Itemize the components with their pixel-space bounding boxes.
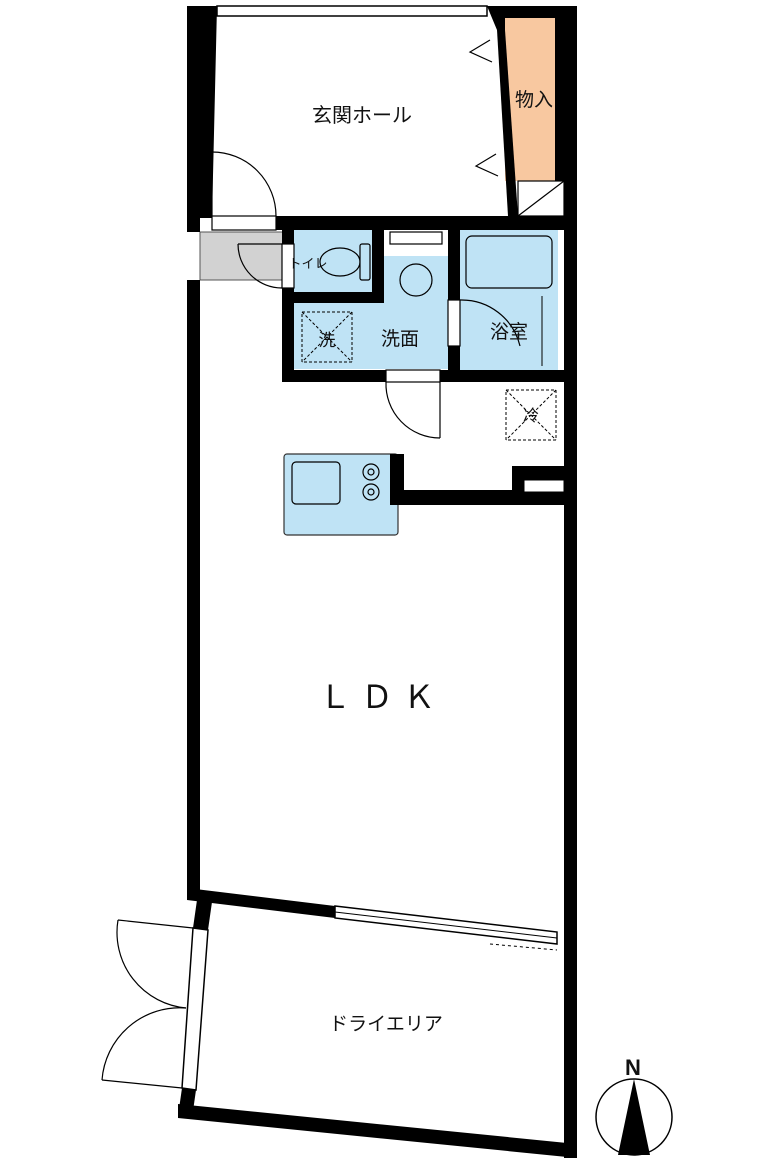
wall-left-upper [187, 6, 217, 232]
washroom-fill [294, 303, 450, 369]
kitchen-sink [291, 461, 341, 505]
toilet-door [237, 243, 295, 289]
wall-dry-left-top [193, 900, 212, 930]
label-dry-area: ドライエリア [329, 1014, 443, 1035]
storage-fill [505, 16, 564, 181]
entrance-door [211, 151, 277, 231]
wall-hall-divider [276, 216, 565, 230]
wall-kitchen [390, 454, 565, 505]
wall-wet-bottom-right [440, 370, 565, 382]
wall-left-main [187, 280, 200, 900]
bathtub [465, 235, 553, 289]
label-ldk: ＬＤＫ [319, 679, 445, 715]
wall-ldk-bottom [187, 888, 335, 918]
wall-bath-left [448, 230, 460, 300]
compass-north-label: N [625, 1055, 641, 1080]
bathroom-door [447, 299, 521, 347]
wall-toilet-right [372, 230, 384, 303]
label-washer: 洗 [319, 331, 336, 350]
wall-right-upper [487, 6, 577, 216]
entry-step [199, 231, 285, 281]
dry-area-doors [101, 919, 194, 1089]
wall-right-main [564, 6, 577, 1158]
washer-box [301, 311, 353, 363]
label-fridge: 冷 [523, 407, 539, 425]
top-wall-window [216, 5, 488, 17]
label-storage: 物入 [515, 89, 553, 111]
wall-storage-left [497, 30, 518, 216]
wall-dry-bottom [178, 1104, 577, 1158]
toilet-bowl [319, 243, 371, 281]
storage-corner-door [517, 180, 565, 217]
wall-toilet-bottom [282, 292, 384, 303]
north-arrow-icon [618, 1079, 650, 1155]
washroom-door [385, 369, 441, 439]
label-bathroom: 浴室 [490, 321, 528, 343]
stove-icon [362, 463, 380, 501]
kitchen-niche [523, 479, 565, 493]
label-washroom: 洗面 [381, 328, 419, 350]
wall-bath-left-low [448, 346, 460, 370]
label-toilet: トイレ [288, 256, 327, 271]
wall-wet-bottom [282, 370, 386, 382]
wall-dry-left-thin [181, 927, 209, 1091]
vent-slot [389, 231, 443, 245]
label-entrance-hall: 玄関ホール [312, 104, 412, 127]
storage-doors [468, 39, 499, 177]
compass: N [595, 1055, 673, 1156]
basin-icon [399, 263, 433, 297]
